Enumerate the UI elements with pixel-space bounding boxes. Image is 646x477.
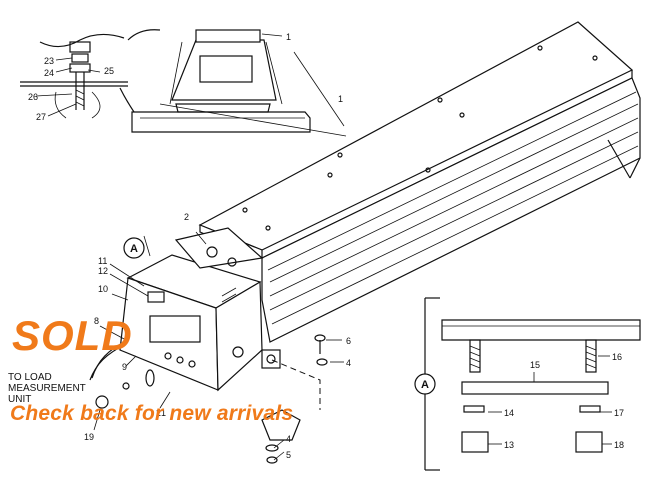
callout-16: 16 — [612, 352, 622, 362]
main-beam — [198, 21, 641, 343]
callout-14: 14 — [504, 408, 514, 418]
load-note-line: TO LOAD — [8, 372, 52, 383]
callout-4: 4 — [346, 358, 351, 368]
load-note-line: UNIT — [8, 394, 32, 405]
callout-25: 25 — [104, 66, 114, 76]
callout-2: 2 — [184, 212, 189, 222]
top-plate-bolts — [242, 45, 598, 231]
callout-23: 23 — [44, 56, 54, 66]
callout-26: 26 — [28, 92, 38, 102]
callout-19: 19 — [84, 432, 94, 442]
callout-11: 11 — [98, 256, 107, 266]
callout-17: 17 — [614, 408, 624, 418]
callout-1: 1 — [338, 94, 343, 104]
foot-assembly — [261, 334, 328, 464]
callout-8: 8 — [94, 316, 99, 326]
detail-a — [424, 297, 641, 471]
callout-18: 18 — [614, 440, 624, 450]
control-box — [119, 227, 281, 392]
callout-24: 24 — [44, 68, 54, 78]
callout-4: 4 — [286, 434, 291, 444]
callout-10: 10 — [98, 284, 108, 294]
callout-6: 6 — [346, 336, 351, 346]
callout-13: 13 — [504, 440, 514, 450]
callout-1: 1 — [286, 32, 291, 42]
inset-load-cell — [119, 29, 347, 137]
load-note-line: MEASUREMENT — [8, 383, 86, 394]
load-note: TO LOAD MEASUREMENT UNIT — [8, 372, 86, 405]
callout-15: 15 — [530, 360, 540, 370]
inset-bolt-detail — [20, 33, 128, 119]
callout-27: 27 — [36, 112, 46, 122]
callout-labels: 1 1 2 4 4 5 6 8 9 10 11 12 13 14 15 16 1… — [28, 32, 624, 460]
detail-a-label: A — [421, 379, 429, 391]
callout-21: 21 — [156, 408, 166, 418]
leader-lines — [93, 51, 612, 461]
detail-a-marker-2 — [414, 373, 436, 395]
callout-12: 12 — [98, 266, 108, 276]
detail-a-label: A — [130, 243, 138, 255]
callout-5: 5 — [286, 450, 291, 460]
callout-9: 9 — [122, 362, 127, 372]
detail-a-marker — [123, 237, 145, 259]
sold-overlay: SOLD — [12, 312, 133, 359]
arrivals-overlay: Check back for new arrivals — [10, 402, 294, 425]
cable — [89, 339, 155, 409]
